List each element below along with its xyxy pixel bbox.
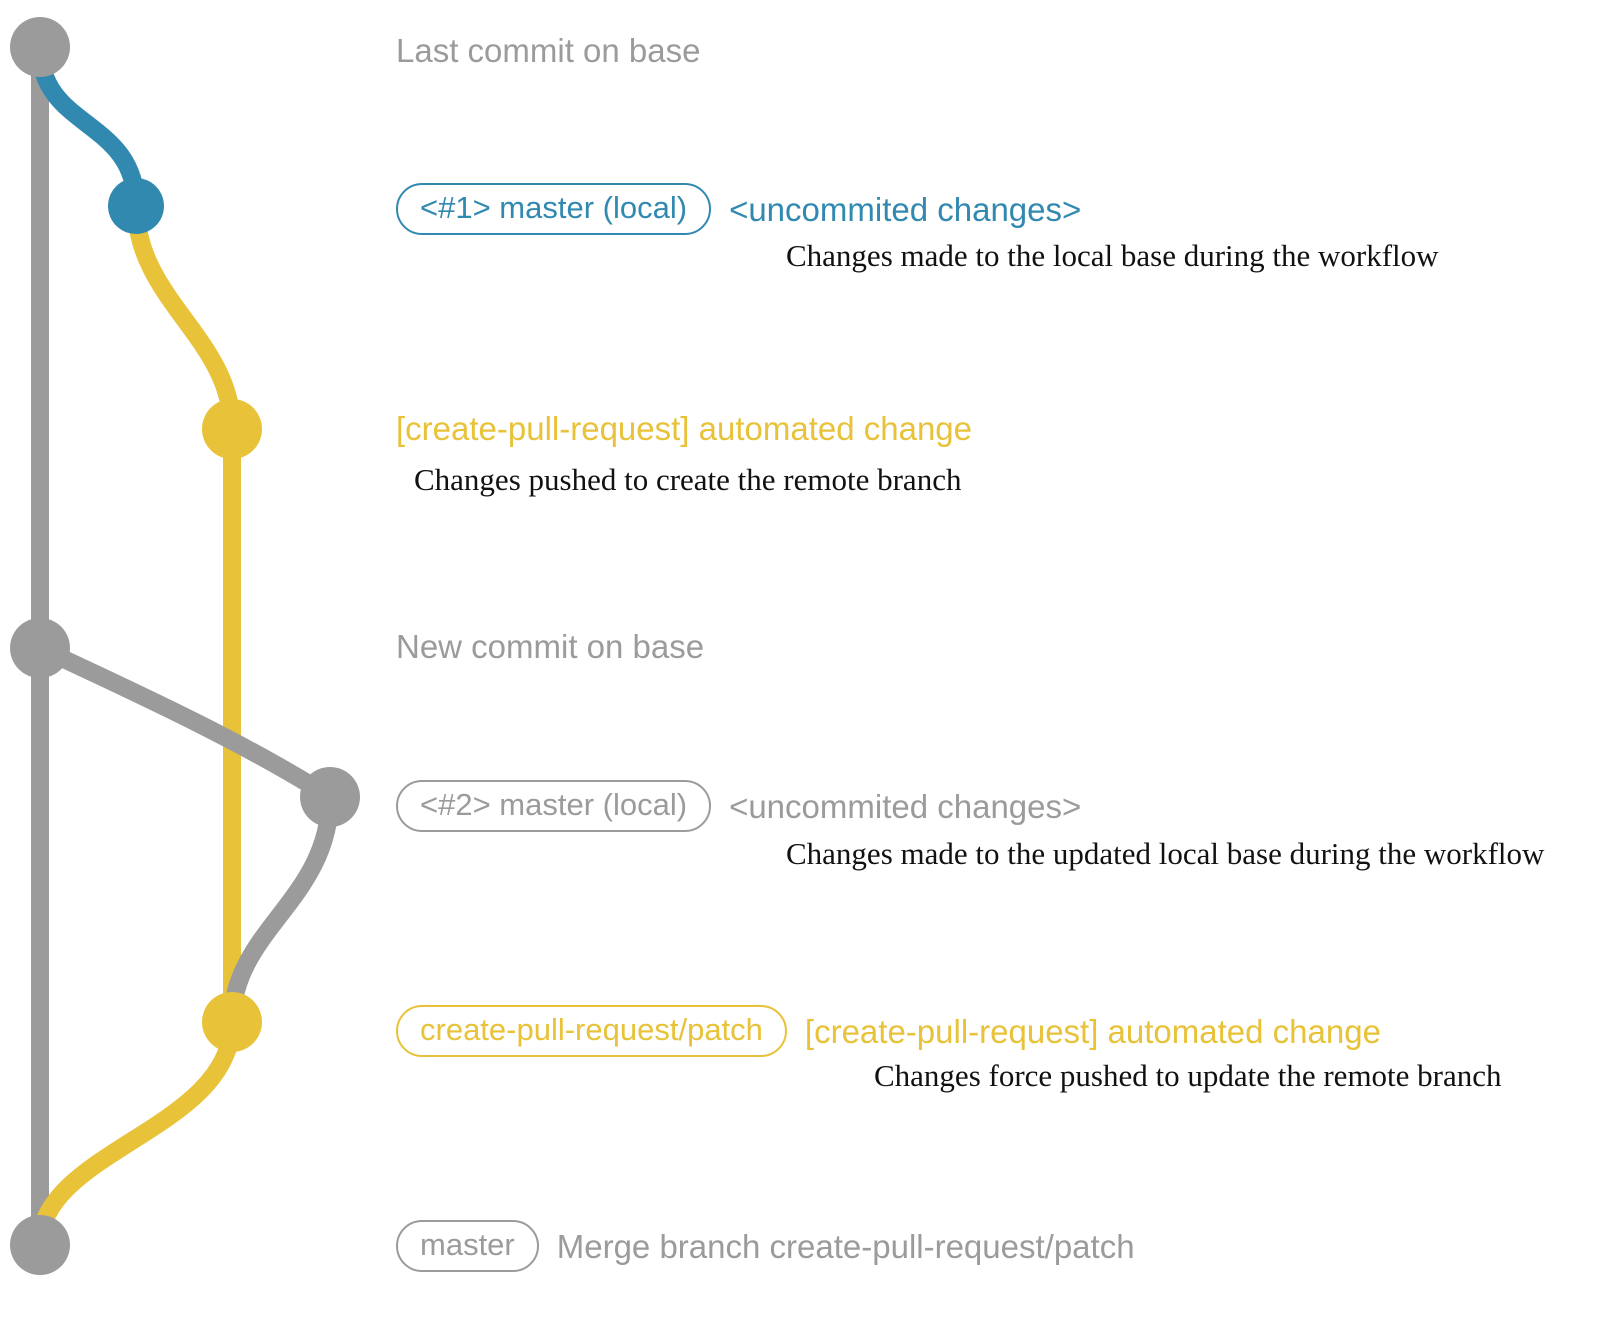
edge-local1-to-cpr1 xyxy=(127,197,241,438)
commit-node-local-1 xyxy=(108,178,164,234)
commit-note-cpr-2: Changes force pushed to update the remot… xyxy=(874,1058,1502,1093)
edge-local2-to-cpr2 xyxy=(223,788,339,1031)
commit-node-master xyxy=(10,1215,70,1275)
commit-subject-base-2: New commit on base xyxy=(396,628,705,665)
commit-note-local-1: Changes made to the local base during th… xyxy=(786,238,1439,273)
commit-subject-cpr-2: [create-pull-request] automated change xyxy=(804,1012,1381,1050)
commit-note-cpr-1: Changes pushed to create the remote bran… xyxy=(414,462,962,497)
commit-nodes xyxy=(10,17,360,1275)
commit-note-local-2: Changes made to the updated local base d… xyxy=(786,836,1545,871)
edge-cpr2-to-master xyxy=(31,1013,241,1254)
commit-row-base-1: Last commit on base xyxy=(396,34,700,67)
ref-badge-master-local-1[interactable]: <#1> master (local) xyxy=(396,183,712,235)
commit-row-master: master Merge branch create-pull-request/… xyxy=(396,1220,1135,1272)
commit-subject-cpr-1: [create-pull-request] automated change xyxy=(396,410,973,447)
commit-row-local-2: <#2> master (local) <uncommited changes> xyxy=(396,780,1081,832)
ref-badge-master[interactable]: master xyxy=(396,1220,539,1272)
commit-subject-master: Merge branch create-pull-request/patch xyxy=(556,1227,1135,1265)
commit-node-local-2 xyxy=(300,767,360,827)
commit-row-local-1: <#1> master (local) <uncommited changes> xyxy=(396,183,1081,235)
edge-base2-to-local2 xyxy=(31,639,339,806)
commit-node-cpr-2 xyxy=(202,992,262,1052)
commit-node-base-1 xyxy=(10,17,70,77)
ref-badge-master-local-2[interactable]: <#2> master (local) xyxy=(396,780,712,832)
commit-subject-local-1: <uncommited changes> xyxy=(729,190,1082,228)
commit-subject-local-2: <uncommited changes> xyxy=(729,787,1082,825)
commit-node-base-2 xyxy=(10,618,70,678)
commit-row-cpr-1: [create-pull-request] automated change xyxy=(396,412,972,445)
ref-badge-create-pull-request-patch[interactable]: create-pull-request/patch xyxy=(396,1005,787,1057)
commit-row-cpr-2: create-pull-request/patch [create-pull-r… xyxy=(396,1005,1381,1057)
commit-node-cpr-1 xyxy=(202,399,262,459)
commit-subject-base-1: Last commit on base xyxy=(396,32,701,69)
commit-row-base-2: New commit on base xyxy=(396,630,704,663)
